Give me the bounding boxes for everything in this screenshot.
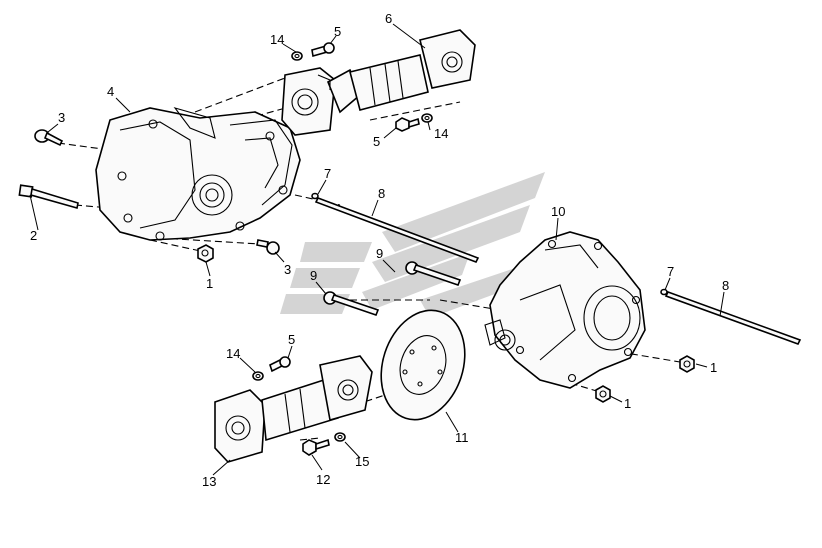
- nut-1-lower: [595, 385, 611, 403]
- callout-3-upper: 3: [58, 110, 65, 125]
- transfer-case-housing: [95, 107, 301, 241]
- leader-lines: [29, 23, 725, 476]
- callout-14-upper: 14: [270, 32, 284, 47]
- callout-1-lower: 1: [624, 396, 631, 411]
- callout-12: 12: [316, 472, 330, 487]
- bolt-5-mid: [395, 117, 420, 132]
- callout-4: 4: [107, 84, 114, 99]
- callout-14-mid: 14: [434, 126, 448, 141]
- bolt-9-upper: [405, 261, 462, 287]
- stud-8-lower: [664, 291, 802, 345]
- bolt-5-lower: [269, 356, 291, 373]
- nut-1-upper: [197, 244, 214, 263]
- callout-3-lower: 3: [284, 262, 291, 277]
- bolt-5-upper: [311, 42, 335, 58]
- pin-7-lower: [660, 288, 668, 296]
- stud-8-upper: [314, 196, 480, 264]
- callout-9-lower: 9: [310, 268, 317, 283]
- rear-driveshaft: [214, 355, 373, 463]
- washer-14-lower: [252, 371, 264, 381]
- callout-10: 10: [551, 204, 565, 219]
- callout-6: 6: [385, 11, 392, 26]
- bolt-9-lower: [323, 291, 380, 317]
- front-driveshaft: [281, 29, 476, 136]
- callout-14-lower: 14: [226, 346, 240, 361]
- callout-7-lower: 7: [667, 264, 674, 279]
- washer-14-mid: [421, 113, 433, 123]
- rear-differential-housing: [484, 231, 646, 389]
- callout-9-upper: 9: [376, 246, 383, 261]
- callout-5-lower: 5: [288, 332, 295, 347]
- bolt-3-upper: [34, 129, 64, 147]
- callout-5-upper: 5: [334, 24, 341, 39]
- pin-7-upper: [311, 192, 319, 200]
- callout-8-upper: 8: [378, 186, 385, 201]
- callout-1-right: 1: [710, 360, 717, 375]
- bolt-2: [18, 184, 79, 210]
- nut-1-right: [679, 355, 695, 373]
- callout-8-lower: 8: [722, 278, 729, 293]
- washer-14-upper: [291, 51, 303, 61]
- callout-13: 13: [202, 474, 216, 489]
- callout-2: 2: [30, 228, 37, 243]
- brake-disc: [380, 309, 466, 421]
- callout-7-upper: 7: [324, 166, 331, 181]
- callout-labels: 14 5 6 4 3 5 14 2 7 8 3 1 10 9 9 7 8 1 1…: [30, 11, 729, 489]
- bolt-12: [302, 438, 330, 456]
- callout-11: 11: [455, 430, 469, 445]
- callout-15: 15: [355, 454, 369, 469]
- callout-5-mid: 5: [373, 134, 380, 149]
- washer-15: [334, 432, 346, 442]
- callout-1-upper: 1: [206, 276, 213, 291]
- bolt-3-lower: [256, 239, 280, 255]
